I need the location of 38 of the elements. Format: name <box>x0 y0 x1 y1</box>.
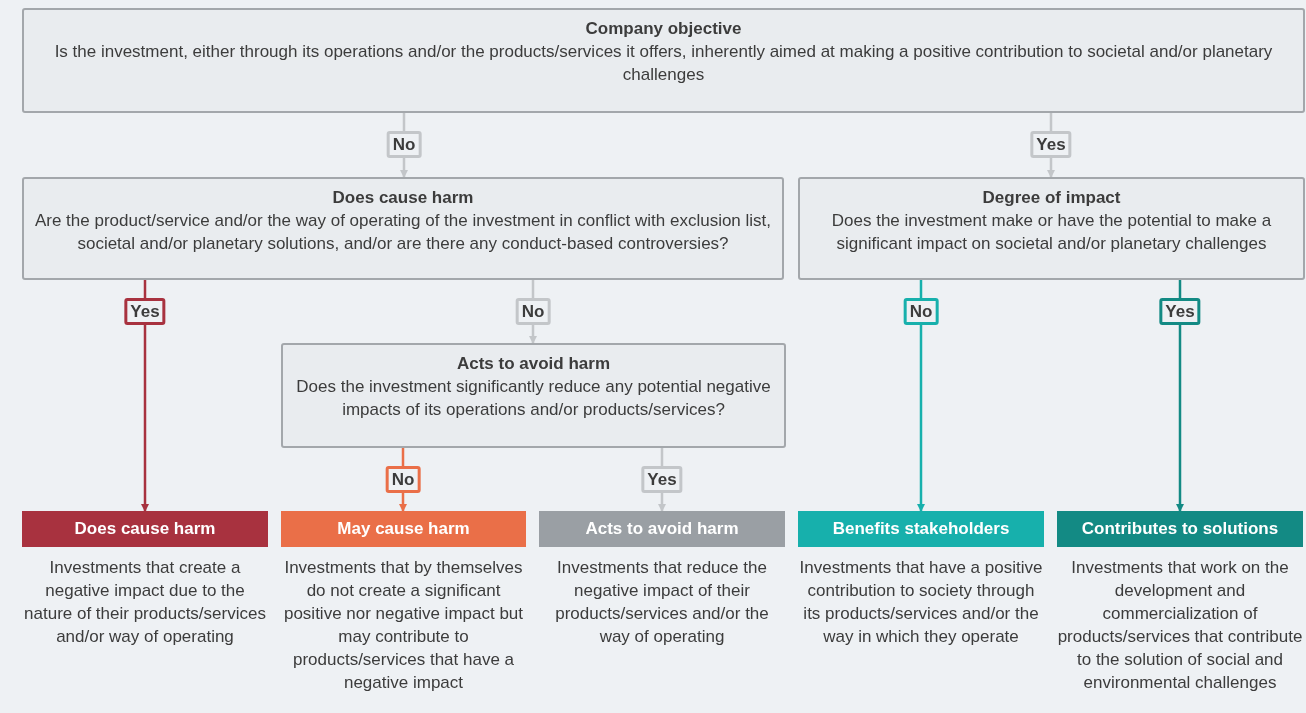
category-bar <box>539 511 785 547</box>
question-box <box>281 343 786 448</box>
question-text: Are the product/service and/or the way of operating of the investment in conflict with exclusion list, societal and/or planetary solutions, and/or are there any conduct-based controversies? <box>33 210 773 255</box>
category-bar <box>798 511 1044 547</box>
question-title: Degree of impact <box>982 187 1121 209</box>
edge-label: No <box>903 298 939 325</box>
question-title: Does cause harm <box>332 187 474 209</box>
question-title: Acts to avoid harm <box>456 353 610 375</box>
category-bar <box>281 511 526 547</box>
edge-label: Yes <box>641 466 683 493</box>
question-text: Does the investment make or have the potential to make a significant impact on societal and/or planetary challenges <box>830 210 1273 255</box>
arrow <box>917 280 925 512</box>
category-description: Investments that create a negative impact due to the nature of their products/services and/or way of operating <box>23 557 267 648</box>
edge-label: Yes <box>1159 298 1201 325</box>
question-box <box>22 8 1305 113</box>
category-bar <box>22 511 268 547</box>
question-box <box>798 177 1305 280</box>
arrow <box>1176 280 1184 512</box>
edge-label: No <box>385 466 421 493</box>
category-title: May cause harm <box>337 518 470 540</box>
category-description: Investments that by themselves do not create a significant positive nor negative impact but may contribute to products/services that have a negative impact <box>282 557 525 694</box>
category-description: Investments that work on the development and commercialization of products/services that contribute to the solution of social and environmental challenges <box>1057 557 1303 694</box>
edge-label: Yes <box>1030 131 1072 158</box>
question-text: Is the investment, either through its operations and/or the products/services it offers, inherently aimed at making a positive contribution to societal and/or planetary challenges <box>53 41 1274 86</box>
category-title: Does cause harm <box>74 518 216 540</box>
edge-label: No <box>386 131 422 158</box>
category-description: Investments that have a positive contribution to society through its products/services and/or the way in which they operate <box>798 557 1044 648</box>
edge-label: No <box>515 298 551 325</box>
question-text: Does the investment significantly reduce any potential negative impacts of its operations and/or products/services? <box>295 376 772 421</box>
arrow <box>141 280 149 512</box>
question-title: Company objective <box>585 18 742 40</box>
question-box <box>22 177 784 280</box>
category-bar <box>1057 511 1303 547</box>
category-description: Investments that reduce the negative impact of their products/services and/or the way of operating <box>554 557 770 648</box>
category-title: Acts to avoid harm <box>585 518 739 540</box>
category-title: Contributes to solutions <box>1081 518 1279 540</box>
edge-label: Yes <box>124 298 166 325</box>
category-title: Benefits stakeholders <box>832 518 1010 540</box>
